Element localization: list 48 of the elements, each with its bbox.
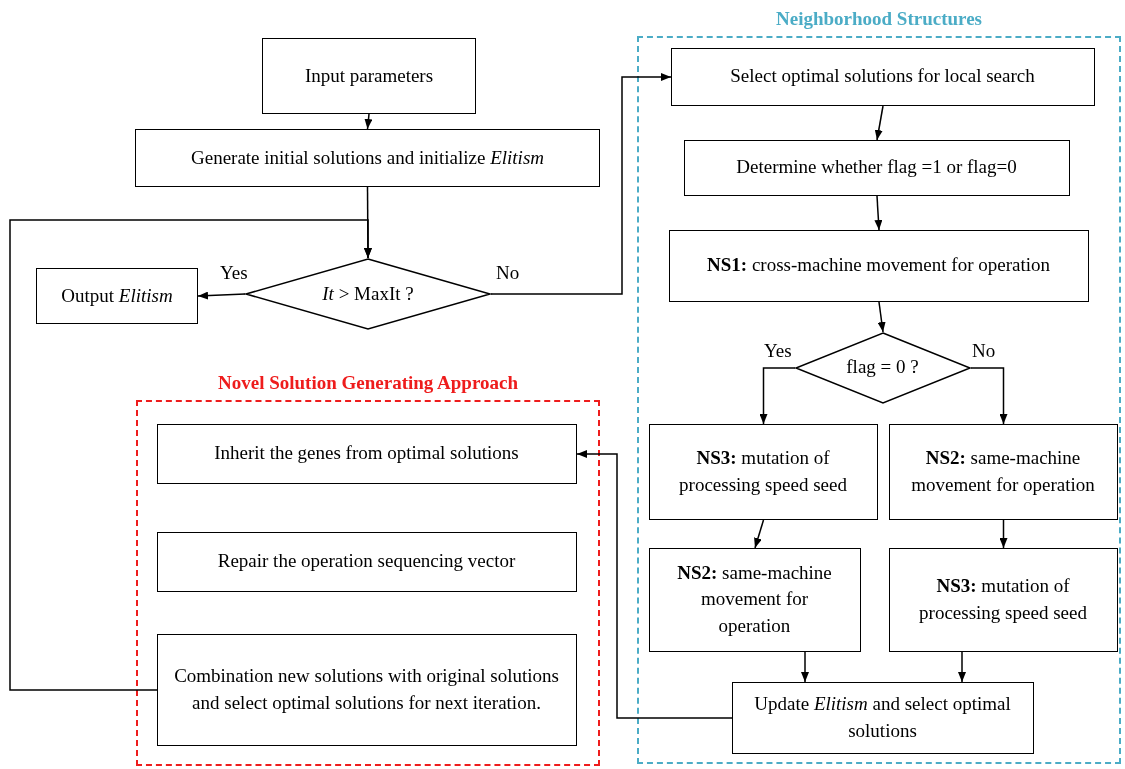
decision-diamond <box>794 331 971 404</box>
arrow <box>958 651 966 683</box>
process-box <box>262 38 476 114</box>
arrow <box>801 651 809 683</box>
decision-diamond <box>245 258 491 330</box>
arrow <box>877 301 886 333</box>
node-text: Repair the operation sequencing vector <box>217 549 516 574</box>
node-text: NS2: same-machine movement for operation <box>676 560 833 638</box>
node-text: Generate initial solutions and initialize Elitism <box>191 145 544 170</box>
arrow <box>576 450 733 719</box>
process-box <box>156 423 577 484</box>
node-text: Input parameters <box>304 63 434 88</box>
arrow <box>754 519 765 549</box>
group-heading: Neighborhood Structures <box>775 7 983 31</box>
node-text: NS2: same-machine movement for operation <box>910 445 1096 497</box>
group-heading: Novel Solution Generating Approach <box>217 371 519 395</box>
arrow <box>759 367 796 425</box>
node-text: NS3: mutation of processing speed seed <box>918 573 1088 625</box>
node-text: NS3: mutation of processing speed seed <box>678 445 848 497</box>
process-box <box>683 139 1070 196</box>
node-text: NS1: cross-machine movement for operation <box>707 253 1050 278</box>
process-box <box>731 681 1034 754</box>
arrow <box>9 219 372 691</box>
process-box <box>668 229 1089 302</box>
node-text: flag = 0 ? <box>846 355 919 380</box>
arrow <box>970 367 1008 425</box>
node-text: It > MaxIt ? <box>322 281 414 306</box>
process-box <box>888 547 1118 652</box>
arrow <box>364 113 373 130</box>
process-box <box>156 633 577 746</box>
node-text: Determine whether flag =1 or flag=0 <box>736 155 1017 180</box>
arrow <box>874 105 884 141</box>
process-box <box>670 47 1095 106</box>
node-text: Combination new solutions with original solutions and select optimal solutions for next iteration. <box>173 663 560 715</box>
arrow <box>999 519 1008 549</box>
process-box <box>648 547 861 652</box>
process-box <box>36 268 198 324</box>
node-text: Select optimal solutions for local search <box>730 64 1035 89</box>
process-box <box>156 531 577 592</box>
process-box <box>135 129 600 187</box>
arrow <box>874 195 883 231</box>
arrow <box>197 291 246 300</box>
node-text: Update Elitism and select optimal solutions <box>753 691 1012 743</box>
node-text: Inherit the genes from optimal solutions <box>214 441 519 466</box>
node-text: Output Elitism <box>61 283 173 308</box>
process-box <box>648 423 878 520</box>
arrow <box>490 73 672 295</box>
process-box <box>888 423 1118 520</box>
